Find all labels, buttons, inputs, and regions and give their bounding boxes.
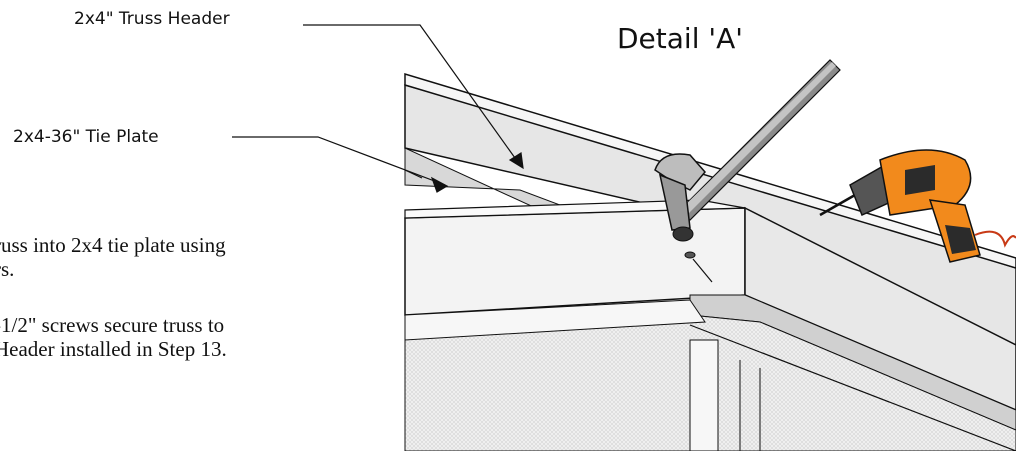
leader-lines (232, 24, 524, 193)
wall-panel (404, 299, 1016, 451)
detail-title: Detail 'A' (617, 22, 743, 55)
tie-plate-label: 2x4-36" Tie Plate (13, 127, 159, 147)
hammer-icon (654, 59, 841, 242)
instruction-line: russ into 2x4 tie plate using (0, 233, 226, 257)
instruction-step-1: russ into 2x4 tie plate using rs. (0, 233, 226, 281)
drill-icon (819, 149, 1016, 263)
instruction-line: Header installed in Step 13. (0, 337, 227, 361)
screw-icon (684, 251, 713, 283)
tie-plate-beam (404, 199, 1016, 431)
instruction-line: -1/2" screws secure truss to (0, 313, 225, 337)
instruction-line: rs. (0, 257, 15, 281)
truss-header-label: 2x4" Truss Header (74, 9, 230, 29)
instruction-step-2: -1/2" screws secure truss to Header inst… (0, 313, 227, 361)
